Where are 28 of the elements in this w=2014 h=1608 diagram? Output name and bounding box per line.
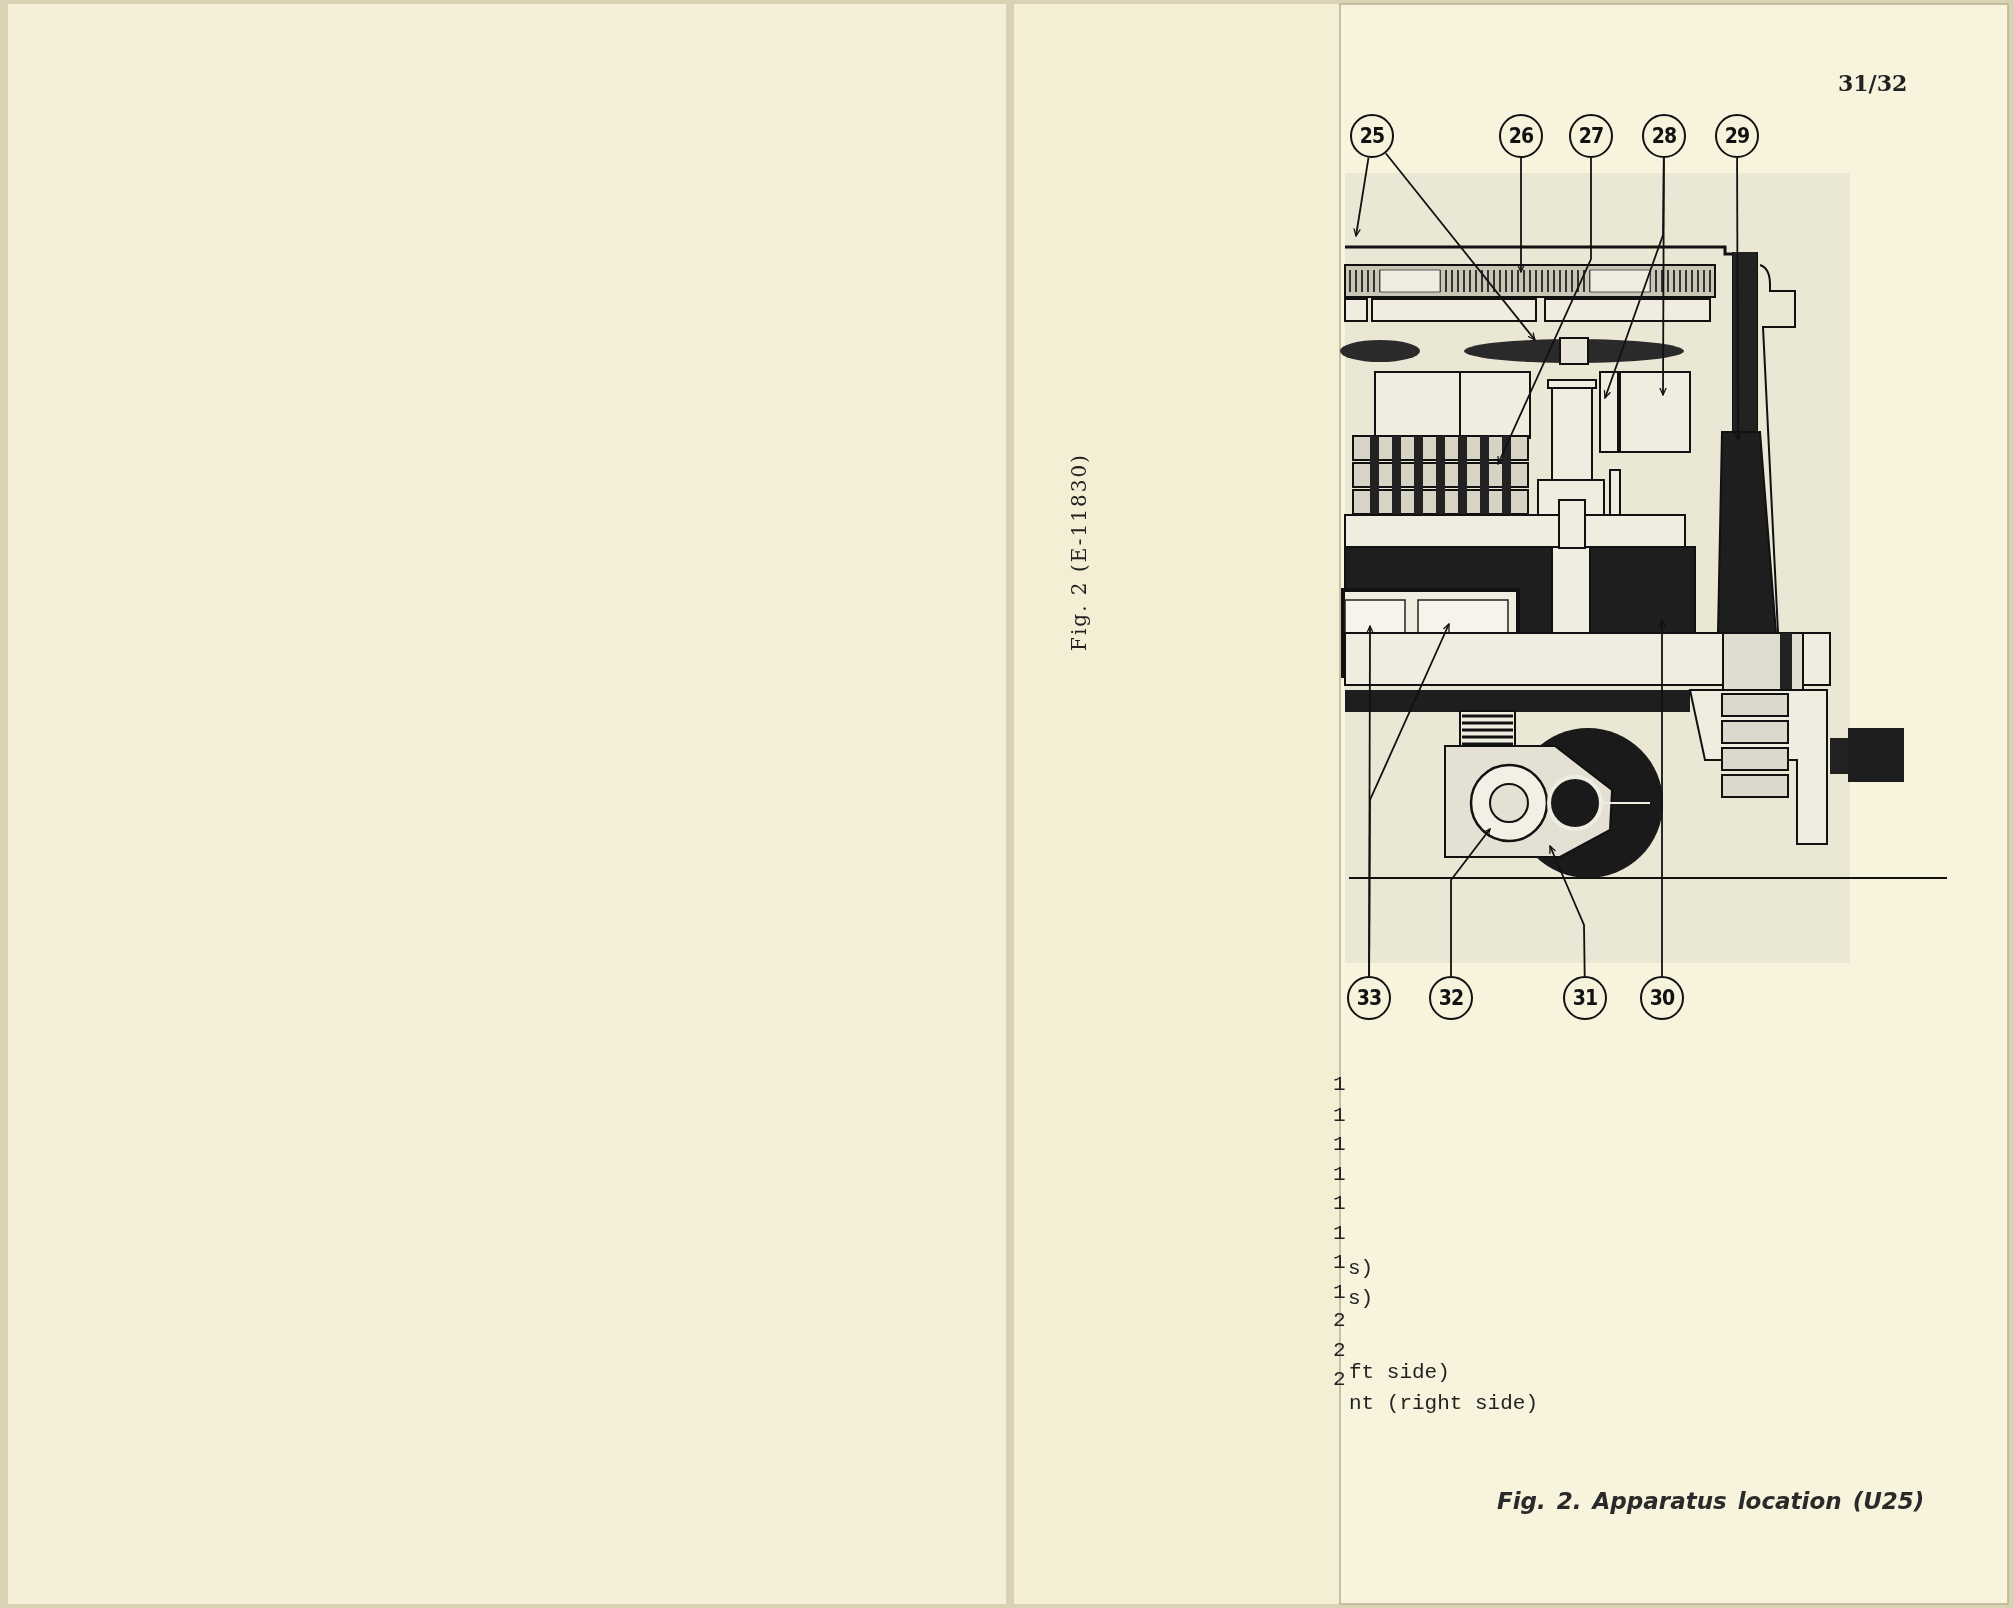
text-fragment: ft side) bbox=[1349, 1362, 1450, 1383]
text-fragment: 1 bbox=[1333, 1105, 1346, 1126]
text-fragment: s) bbox=[1348, 1258, 1374, 1279]
text-fragment: 2 bbox=[1333, 1369, 1346, 1390]
text-fragment: s) bbox=[1348, 1288, 1374, 1309]
leader-line bbox=[1659, 157, 1667, 396]
figure-number: Fig. 2 (E-11830) bbox=[1069, 453, 1089, 651]
text-fragment: 1 bbox=[1333, 1164, 1346, 1185]
leader-line bbox=[1517, 157, 1525, 273]
text-fragment: 1 bbox=[1333, 1134, 1346, 1155]
text-fragment: 1 bbox=[1333, 1193, 1346, 1214]
text-fragment: 2 bbox=[1333, 1310, 1346, 1331]
text-fragment: 1 bbox=[1333, 1252, 1346, 1273]
leader-line bbox=[1734, 157, 1742, 441]
leader-line bbox=[1368, 623, 1450, 977]
figure-caption: Fig. 2. Apparatus location (U25) bbox=[1497, 1490, 1925, 1513]
leader-line bbox=[1353, 156, 1370, 237]
leader-line bbox=[1658, 619, 1666, 977]
leader-line bbox=[1549, 845, 1586, 977]
text-fragment: 1 bbox=[1333, 1282, 1346, 1303]
text-fragment: 1 bbox=[1333, 1074, 1346, 1095]
text-fragment: 2 bbox=[1333, 1340, 1346, 1361]
leader-line bbox=[1497, 157, 1592, 465]
leader-line bbox=[1384, 152, 1536, 341]
page-number: 31/32 bbox=[1838, 72, 1908, 94]
text-fragment: nt (right side) bbox=[1349, 1393, 1539, 1414]
text-fragment: 1 bbox=[1333, 1223, 1346, 1244]
leader-line bbox=[1450, 828, 1491, 977]
